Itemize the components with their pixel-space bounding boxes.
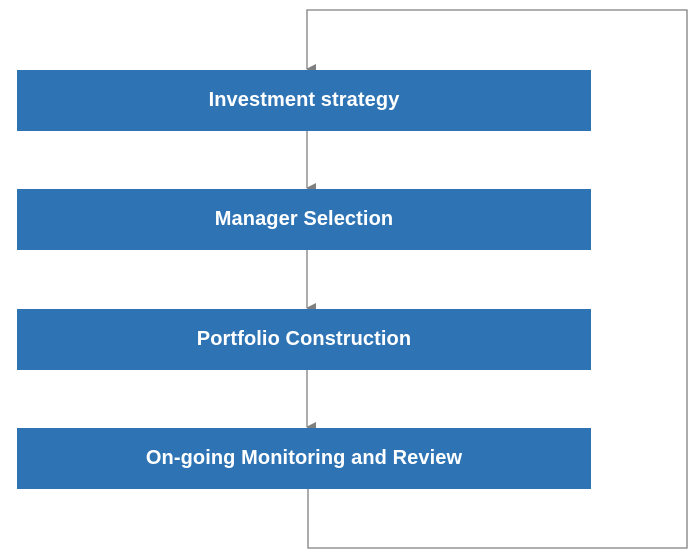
step-label: Manager Selection: [214, 208, 394, 230]
step-label: Investment strategy: [208, 89, 400, 111]
step-label: On-going Monitoring and Review: [145, 447, 463, 469]
feedback-loop-connector: [306, 9, 688, 549]
step-label: Portfolio Construction: [196, 328, 412, 350]
step-box-portfolio-construction: Portfolio Construction: [17, 309, 591, 370]
step-box-manager-selection: Manager Selection: [17, 189, 591, 250]
step-box-investment-strategy: Investment strategy: [17, 70, 591, 131]
step-box-ongoing-monitoring-review: On-going Monitoring and Review: [17, 428, 591, 489]
